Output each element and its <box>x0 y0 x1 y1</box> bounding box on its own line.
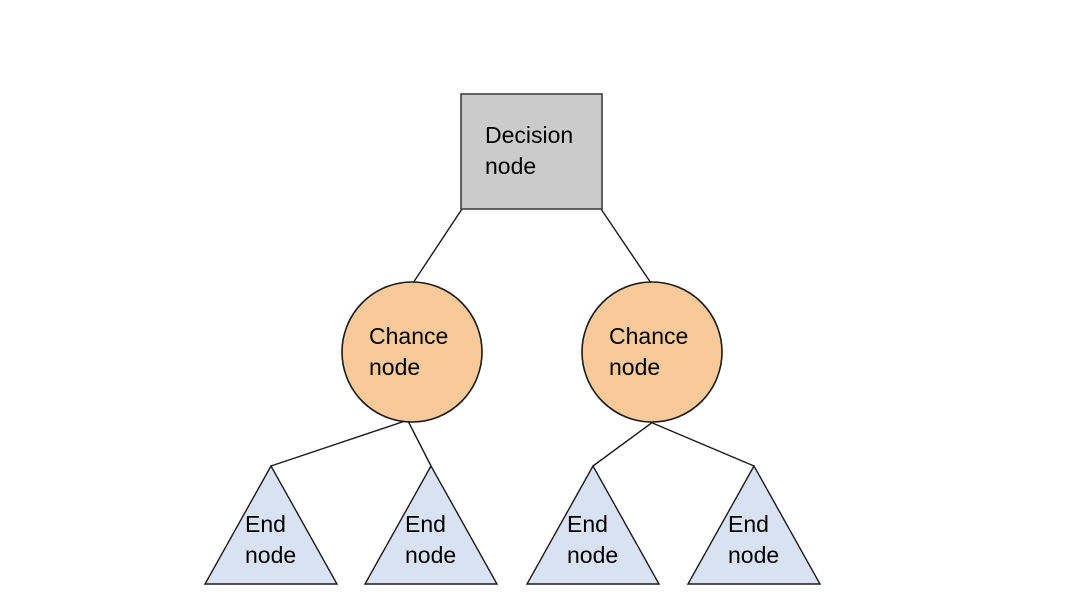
end-node-4-shape <box>686 464 822 585</box>
edge-decision-to-chance-left <box>412 208 463 284</box>
end-node-1-shape <box>203 464 339 585</box>
edge-chance-right-to-end-4 <box>642 418 755 467</box>
edge-chance-left-to-end-1 <box>270 415 421 467</box>
edge-decision-to-chance-right <box>600 208 652 284</box>
decision-node-shape <box>460 93 603 210</box>
edge-chance-right-to-end-3 <box>592 415 662 467</box>
end-node-3-shape <box>525 464 661 585</box>
chance-node-right-shape <box>581 281 723 423</box>
edge-chance-left-to-end-2 <box>406 418 432 467</box>
chance-node-left-shape <box>341 281 483 423</box>
end-node-2-shape <box>363 464 499 585</box>
